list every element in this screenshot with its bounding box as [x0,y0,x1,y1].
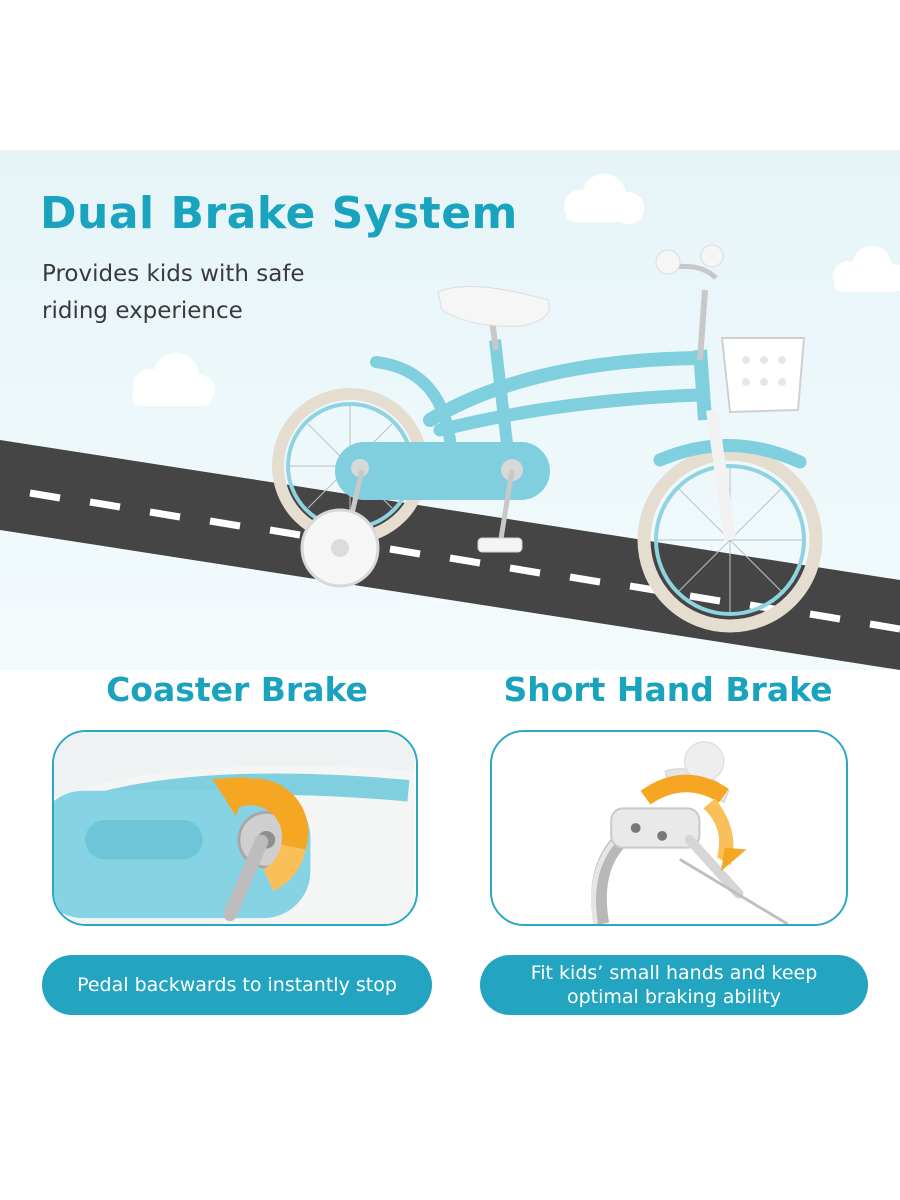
hand-brake-caption-line-1: Fit kids’ small hands and keep [530,962,818,984]
bike-illustration [272,244,823,633]
squeeze-arrow-icon [640,774,729,805]
coaster-brake-panel [52,730,418,926]
coaster-brake-title: Coaster Brake [106,670,368,709]
hand-brake-closeup [493,732,845,924]
hand-brake-panel [490,730,848,926]
coaster-brake-caption-text: Pedal backwards to instantly stop [77,974,397,996]
hand-brake-title: Short Hand Brake [503,670,833,709]
hero-title: Dual Brake System [40,188,518,239]
hand-brake-caption-line-2: optimal braking ability [566,986,782,1008]
hand-brake-caption: Fit kids’ small hands and keep optimal b… [480,955,868,1015]
hero-subtitle: Provides kids with safe riding experienc… [42,261,305,324]
cloud-icon [833,246,900,292]
coaster-brake-closeup [54,732,415,924]
hero-scene [0,174,900,670]
cloud-icon [564,174,644,224]
cloud-icon [132,353,215,406]
rotation-arrow-icon [227,778,309,850]
coaster-brake-caption: Pedal backwards to instantly stop [42,955,432,1015]
